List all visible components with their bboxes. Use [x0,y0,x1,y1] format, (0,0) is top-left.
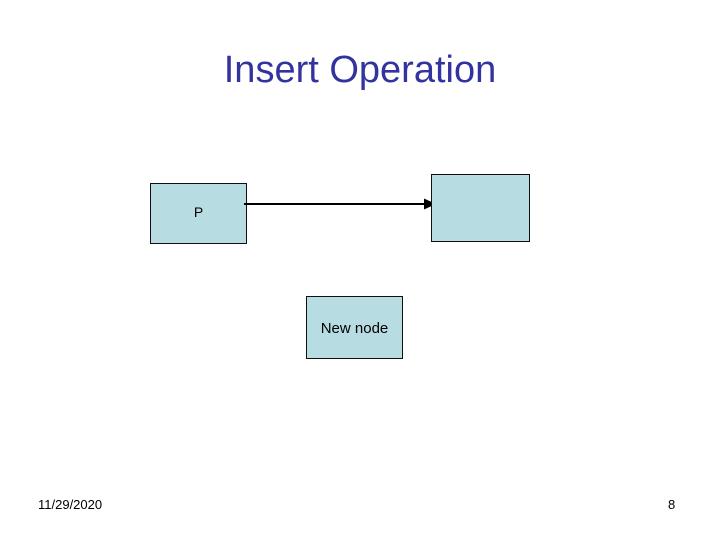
node-box-new-node-label: New node [320,320,389,337]
page-title: Insert Operation [223,49,497,91]
footer-date: 11/29/2020 [38,497,103,512]
node-box-p: P [150,183,247,244]
node-box-new-node: New node [306,296,403,359]
node-box-p-label: P [193,204,204,220]
footer-page-number: 8 [668,497,676,512]
arrow-p-to-next-icon [244,192,436,216]
node-box-next [431,174,530,242]
